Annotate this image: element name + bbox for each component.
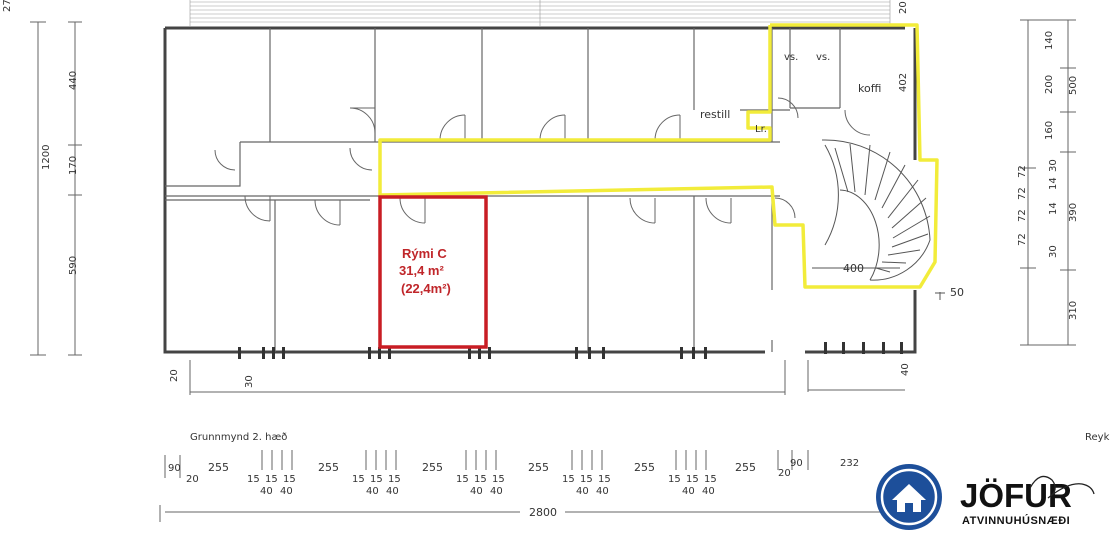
top-dim-20: 20 [898,1,909,14]
dim-group-4: 15 15 15 40 40 [562,474,611,497]
g2-15-b: 15 [370,474,383,485]
g4-40-a: 40 [576,486,589,497]
bottom-extension-lines [189,360,905,395]
label-reyk: Reyk [1085,432,1110,443]
right-small-72-a: 72 [1017,165,1028,178]
g3-15-a: 15 [456,474,469,485]
g5-40-a: 40 [682,486,695,497]
logo-tagline: ATVINNUHÚSNÆÐI [962,514,1070,527]
g4-15-a: 15 [562,474,575,485]
bottom-dim-255-2: 255 [318,461,339,474]
left-dim-1200: 1200 [41,145,52,170]
dim-group-1: 15 15 15 40 40 [247,474,296,497]
side-dim-50: 50 [950,286,964,299]
right-dim-140: 140 [1044,31,1055,50]
dim-group-5: 15 15 15 40 40 [668,474,717,497]
g1-15-b: 15 [265,474,278,485]
room-c-highlight [378,195,488,349]
room-c-name: Rými C [402,246,447,261]
g4-40-b: 40 [596,486,609,497]
bottom-dim-20-left: 20 [186,474,199,485]
top-clip-dim: 27 [2,0,13,12]
label-koffi: koffi [858,82,881,95]
g1-40-b: 40 [280,486,293,497]
room-c-area-alt: (22,4m²) [401,281,451,296]
right-dim-500: 500 [1068,76,1079,95]
right-small-30-a: 30 [1048,159,1059,172]
g3-40-b: 40 [490,486,503,497]
floor-caption: Grunnmynd 2. hæð [190,432,287,443]
bottom-dim-20-right: 20 [778,468,791,479]
logo-name: JÖFUR [960,477,1072,514]
dim-group-2: 15 15 15 40 40 [352,474,401,497]
bottom-dimension-ticks [159,450,901,522]
g5-40-b: 40 [702,486,715,497]
right-small-72-d: 72 [1017,233,1028,246]
label-restill: restill [700,108,730,121]
g5-15-c: 15 [704,474,717,485]
bottom-dim-255-5: 255 [634,461,655,474]
g4-15-c: 15 [598,474,611,485]
common-area-highlight [378,23,939,289]
g2-40-b: 40 [386,486,399,497]
signature [1029,475,1095,499]
bottom-dim-90-right: 90 [790,458,803,469]
room-c-area: 31,4 m² [399,263,444,278]
total-width-2800: 2800 [529,506,557,519]
bottom-dim-90-left: 90 [168,463,181,474]
g3-15-c: 15 [492,474,505,485]
bottom-dim-40: 40 [900,363,911,376]
right-small-72-c: 72 [1017,209,1028,222]
right-dim-160: 160 [1044,121,1055,140]
stair-width-label: 400 [843,262,864,275]
outer-walls [163,26,917,354]
bottom-dim-255-3: 255 [422,461,443,474]
spiral-staircase [821,139,931,281]
g3-15-b: 15 [474,474,487,485]
bottom-dim-255-4: 255 [528,461,549,474]
g1-15-a: 15 [247,474,260,485]
right-small-14-a: 14 [1048,177,1059,190]
left-dimension-line [30,21,82,356]
roof-hatching [189,0,891,26]
left-dim-590: 590 [68,256,79,275]
right-dim-200: 200 [1044,75,1055,94]
left-dim-440: 440 [68,71,79,90]
right-dimension-lines [1020,19,1076,346]
g2-40-a: 40 [366,486,379,497]
bottom-dim-30: 30 [244,375,255,388]
right-dim-310: 310 [1068,301,1079,320]
bottom-dim-255-1: 255 [208,461,229,474]
door-swings [214,97,871,226]
g2-15-a: 15 [352,474,365,485]
left-dim-170: 170 [68,156,79,175]
windows [238,342,903,359]
right-dim-390: 390 [1068,203,1079,222]
label-vs-1: vs. [784,52,798,63]
jofur-logo: JÖFUR ATVINNUHÚSNÆÐI [876,464,1072,530]
label-vs-2: vs. [816,52,830,63]
bottom-dim-232: 232 [840,458,859,469]
label-lr: Lr. [755,124,767,135]
g2-15-c: 15 [388,474,401,485]
g5-15-a: 15 [668,474,681,485]
interior-walls [165,28,841,352]
logo-ring [880,468,938,526]
dim-group-3: 15 15 15 40 40 [456,474,505,497]
g4-15-b: 15 [580,474,593,485]
g1-40-a: 40 [260,486,273,497]
left-dim-20: 20 [169,369,180,382]
dim-402: 402 [898,73,909,92]
g3-40-a: 40 [470,486,483,497]
g1-15-c: 15 [283,474,296,485]
right-small-72-b: 72 [1017,187,1028,200]
house-icon [892,484,926,512]
right-small-30-b: 30 [1048,245,1059,258]
right-small-14-b: 14 [1048,202,1059,215]
bottom-dim-255-6: 255 [735,461,756,474]
g5-15-b: 15 [686,474,699,485]
